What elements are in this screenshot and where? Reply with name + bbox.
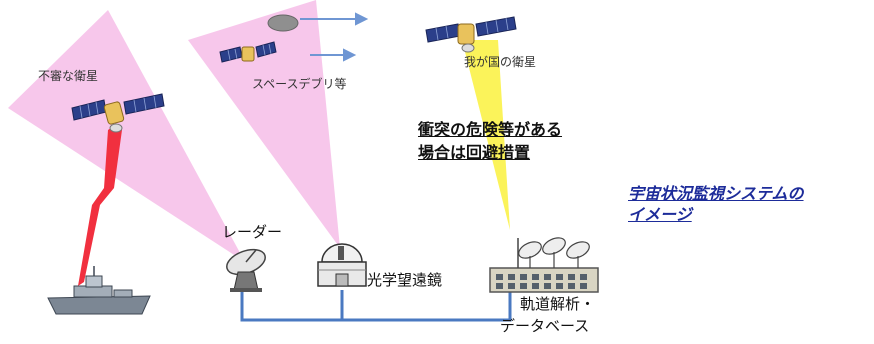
suspicious-satellite-label: 不審な衛星 <box>38 69 99 83</box>
diagram-caption-line1: 宇宙状況監視システムの <box>628 184 804 203</box>
space-debris-icon <box>267 14 299 32</box>
space-debris-label: スペースデブリ等 <box>252 77 347 91</box>
collision-risk-label-line2: 場合は回避措置 <box>418 143 531 162</box>
debris-motion-arrows <box>300 12 369 62</box>
orbit-analysis-label-line1: 軌道解析・ <box>520 295 596 313</box>
optical-telescope-label: 光学望遠鏡 <box>367 271 443 289</box>
ground-station-beam <box>462 40 510 230</box>
red-lightning-bolt <box>78 125 122 286</box>
ship-icon <box>47 266 151 315</box>
radar-label: レーダー <box>222 223 283 241</box>
radar-dish-icon <box>226 248 266 292</box>
network-connection-lines <box>240 290 512 322</box>
ground-station-icon <box>489 237 599 293</box>
optical-telescope-icon <box>317 243 367 287</box>
collision-risk-label-line1: 衝突の危険等がある <box>418 120 563 139</box>
our-satellite-icon <box>425 16 517 53</box>
orbit-analysis-label-line2: データベース <box>500 317 590 335</box>
suspicious-satellite-icon <box>71 93 165 133</box>
radar-beam <box>8 10 245 262</box>
our-satellite-label: 我が国の衛星 <box>464 55 537 69</box>
diagram-caption: 宇宙状況監視システムの イメージ <box>628 184 804 226</box>
diagram-caption-line2: イメージ <box>628 204 692 224</box>
observed-satellite-icon <box>219 41 277 63</box>
telescope-beam <box>188 0 340 248</box>
